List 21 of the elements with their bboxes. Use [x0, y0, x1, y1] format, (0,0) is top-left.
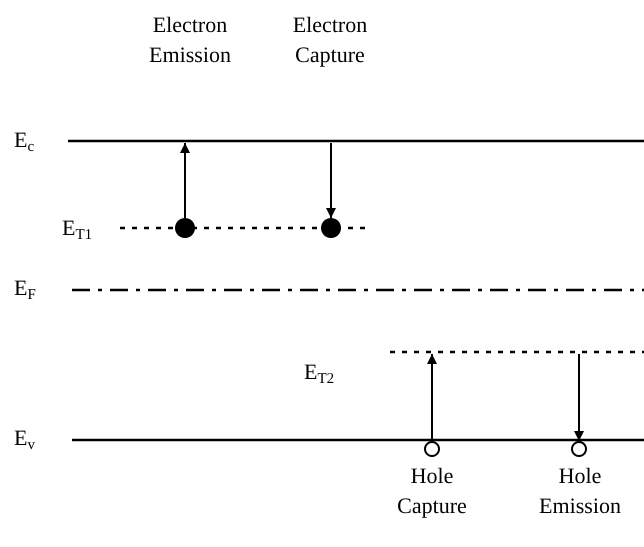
energy-level-line — [72, 288, 644, 292]
energy-level-line — [72, 438, 644, 442]
level-label: E$_{c}$ — [14, 128, 34, 152]
energy-level-line — [390, 350, 644, 354]
process-caption: Electron Capture — [292, 11, 368, 69]
level-label: E$_{F}$ — [14, 276, 36, 300]
filled-dot — [175, 218, 195, 238]
process-caption: Electron Emission — [148, 11, 232, 69]
arrow — [427, 354, 437, 441]
level-label: E$_{v}$ — [14, 426, 35, 450]
filled-dot — [321, 218, 341, 238]
arrow — [326, 143, 336, 218]
level-label: E$_{T1}$ — [62, 216, 92, 240]
level-label: E$_{T2}$ — [304, 360, 334, 384]
process-caption: Hole Capture — [396, 462, 468, 520]
arrow — [574, 354, 584, 441]
hollow-circle — [424, 441, 440, 457]
energy-level-line — [68, 139, 644, 143]
process-caption: Hole Emission — [538, 462, 622, 520]
hollow-circle — [571, 441, 587, 457]
arrow — [180, 143, 190, 218]
